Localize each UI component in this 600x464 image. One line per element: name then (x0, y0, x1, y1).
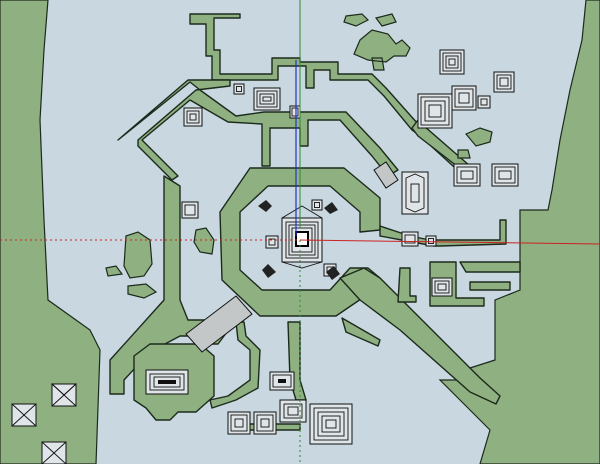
stepped-pyramid-icon (253, 87, 281, 111)
stepped-pyramid-icon (11, 403, 37, 427)
stepped-pyramid-icon (265, 235, 279, 249)
stepped-pyramid-icon (50, 383, 78, 407)
red-axis-line (299, 239, 600, 245)
right-shore (438, 0, 600, 464)
north-ring-road (117, 79, 399, 181)
stepped-pyramid-icon (253, 411, 277, 435)
left-shore (0, 0, 101, 464)
northeast-bridge (373, 161, 399, 189)
stepped-pyramid-icon (233, 83, 245, 95)
stepped-pyramid-icon (401, 231, 419, 247)
stepped-pyramid-icon (439, 49, 465, 75)
northeast-islet (457, 127, 493, 159)
west-bridge (185, 295, 253, 353)
stepped-pyramid-icon (477, 95, 491, 109)
stepped-pyramid-icon (269, 371, 295, 391)
stepped-pyramid-icon (311, 199, 323, 211)
stepped-pyramid-icon (453, 163, 481, 187)
stepped-pyramid-icon (289, 105, 301, 119)
stepped-pyramid-icon (417, 93, 453, 129)
stepped-pyramid-icon (491, 163, 519, 187)
stepped-pyramid-icon (451, 85, 477, 111)
east-pier-complex (397, 261, 521, 307)
stepped-pyramid-icon (183, 107, 203, 127)
stepped-pyramid-icon (431, 277, 453, 297)
stepped-pyramid-icon (181, 201, 199, 219)
oriented-box-icon (401, 171, 429, 215)
stepped-pyramid-icon (425, 235, 437, 247)
southeast-causeway (339, 267, 501, 405)
stepped-pyramid-icon (309, 403, 353, 445)
stepped-pyramid-icon (227, 411, 251, 435)
stepped-pyramid-icon (145, 369, 189, 395)
stepped-pyramid-icon (279, 399, 307, 423)
north-islands (343, 13, 411, 71)
west-islands (105, 227, 215, 299)
central-pyramid-ramps (281, 205, 323, 269)
southwest-causeway (209, 321, 261, 409)
corner-marker-icon (258, 200, 340, 280)
stepped-pyramid-icon (493, 71, 515, 93)
stepped-pyramid-icon (41, 441, 67, 464)
